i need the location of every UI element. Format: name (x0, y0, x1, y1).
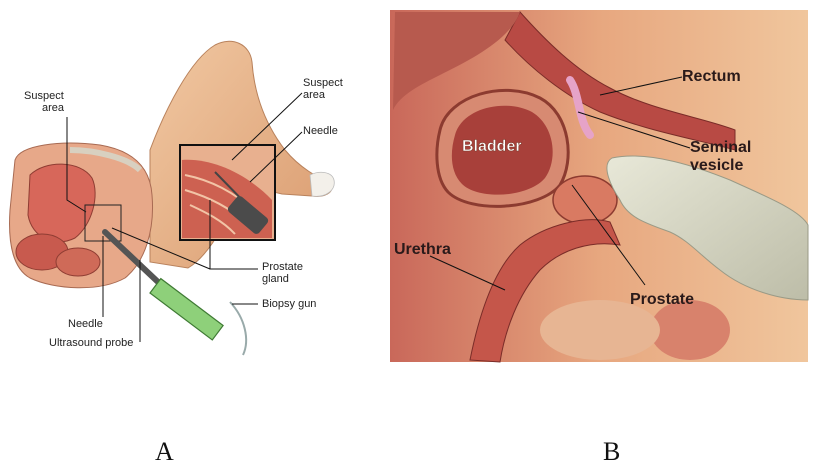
label-rectum: Rectum (682, 68, 741, 85)
foot-shape (310, 172, 334, 196)
label-needle-inset: Needle (303, 125, 338, 137)
label-prostate-gland: Prostate (262, 261, 303, 273)
biopsy-gun-shape (150, 279, 223, 340)
testis-shape (650, 300, 730, 360)
label-urethra: Urethra (394, 241, 451, 258)
label-suspect-area-inset: Suspect (303, 77, 343, 89)
prostate-shape (553, 176, 617, 224)
probe-cable (230, 302, 246, 355)
inset-zoom (180, 145, 275, 240)
label-prostate-gland-2: gland (262, 273, 289, 285)
label-suspect-area-inset-2: area (303, 89, 326, 101)
label-bladder: Bladder (462, 138, 522, 155)
bowel-loop-2 (56, 248, 100, 276)
label-vesicle: vesicle (690, 157, 743, 174)
label-suspect-area-left-2: area (42, 102, 65, 114)
panel-letter-b: B (603, 437, 620, 466)
label-ultrasound-probe: Ultrasound probe (49, 337, 133, 349)
label-biopsy-gun: Biopsy gun (262, 298, 316, 310)
label-prostate-b: Prostate (630, 291, 694, 308)
panel-a: Suspect area Suspect area Needle Prostat… (10, 41, 343, 355)
panel-letter-a: A (155, 437, 174, 466)
panel-b: Rectum Bladder Seminal vesicle Urethra P… (390, 10, 808, 362)
lower-tissue (540, 300, 660, 360)
label-needle-bottom: Needle (68, 318, 103, 330)
label-seminal: Seminal (690, 139, 751, 156)
label-suspect-area-left: Suspect (24, 90, 64, 102)
